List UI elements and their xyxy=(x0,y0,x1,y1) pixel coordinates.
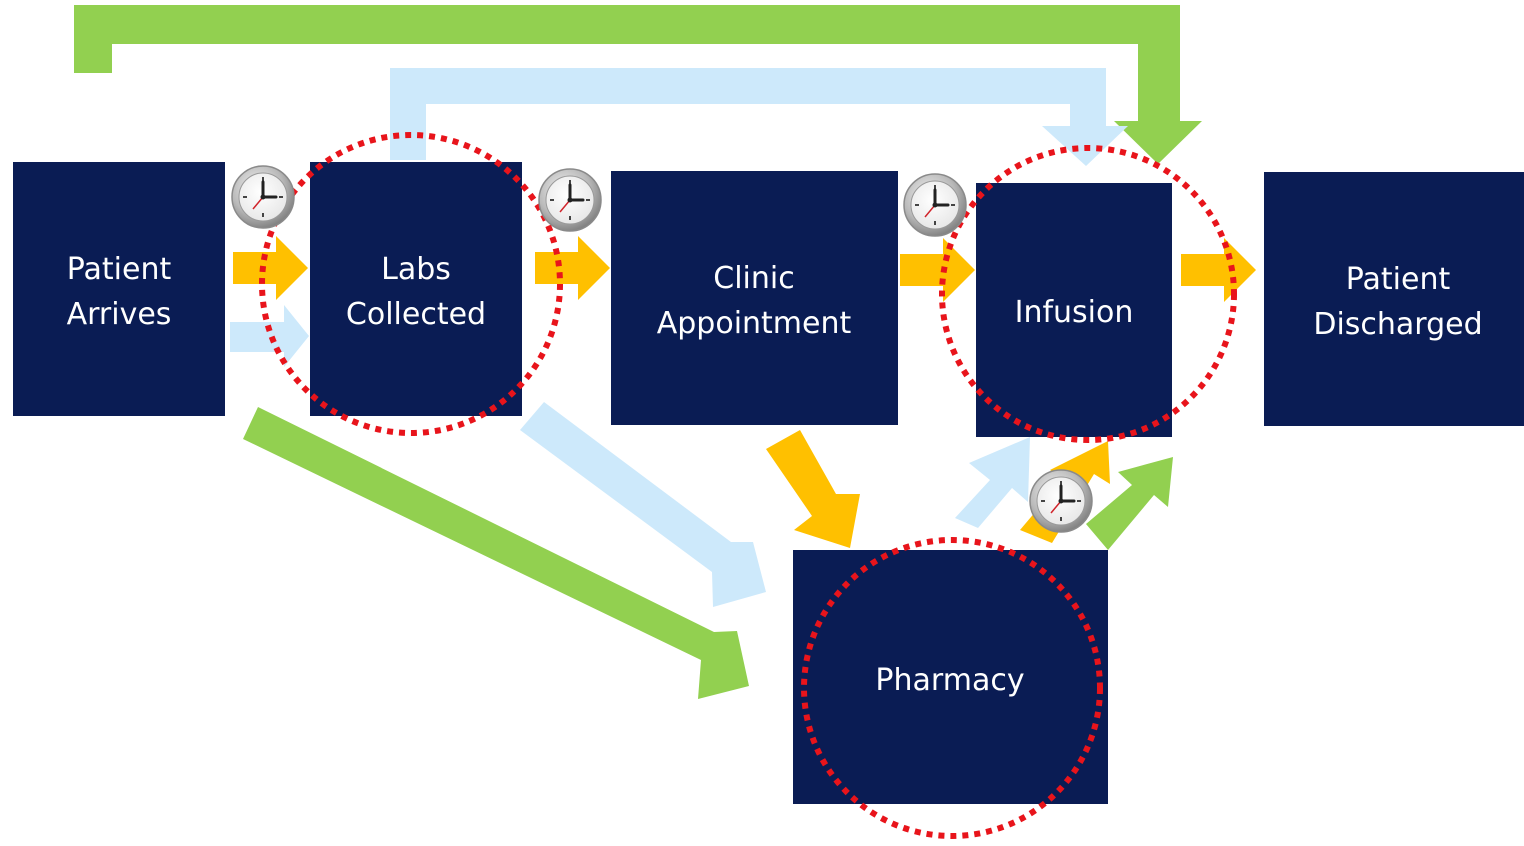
orange-arrow-clinic-to-pharmacy xyxy=(766,430,860,548)
blue-arrow-arrives-to-labs xyxy=(230,305,309,367)
label-patient-arrives-2: Arrives xyxy=(67,297,172,332)
green-arrow-to-pharmacy xyxy=(243,407,749,699)
label-infusion: Infusion xyxy=(1015,295,1134,330)
orange-arrow-clinic-to-infusion xyxy=(900,238,975,302)
label-clinic-appointment-1: Clinic xyxy=(713,261,794,296)
box-pharmacy xyxy=(793,550,1108,804)
label-patient-discharged-2: Discharged xyxy=(1313,307,1482,342)
blue-arrow-top-loop xyxy=(390,68,1128,166)
label-labs-collected-2: Collected xyxy=(346,297,486,332)
clock-icon xyxy=(537,167,603,233)
orange-arrow-arrives-to-labs xyxy=(233,236,308,300)
box-infusion xyxy=(976,183,1172,437)
orange-arrow-infusion-to-discharge xyxy=(1181,238,1256,302)
bottleneck-circle-labs xyxy=(259,132,563,436)
label-clinic-appointment-2: Appointment xyxy=(657,306,852,341)
box-clinic-appointment xyxy=(611,171,898,425)
clock-icon xyxy=(902,172,968,238)
label-patient-arrives-1: Patient xyxy=(67,252,172,287)
bottleneck-circle-pharmacy xyxy=(801,537,1103,839)
orange-arrow-labs-to-clinic xyxy=(535,236,610,300)
clock-icon xyxy=(230,164,296,230)
blue-arrow-pharmacy-to-infusion xyxy=(955,437,1030,528)
clock-icon xyxy=(1028,468,1094,534)
green-arrow-top-loop xyxy=(74,5,1202,164)
box-patient-arrives xyxy=(13,162,225,416)
bottleneck-circle-infusion xyxy=(939,145,1237,443)
blue-arrow-to-pharmacy xyxy=(520,402,766,607)
label-pharmacy: Pharmacy xyxy=(875,663,1024,698)
green-arrow-pharmacy-to-discharge xyxy=(1086,457,1173,550)
box-labs-collected xyxy=(310,162,522,416)
label-labs-collected-1: Labs xyxy=(381,252,451,287)
box-patient-discharged xyxy=(1264,172,1524,426)
label-patient-discharged-1: Patient xyxy=(1346,262,1451,297)
